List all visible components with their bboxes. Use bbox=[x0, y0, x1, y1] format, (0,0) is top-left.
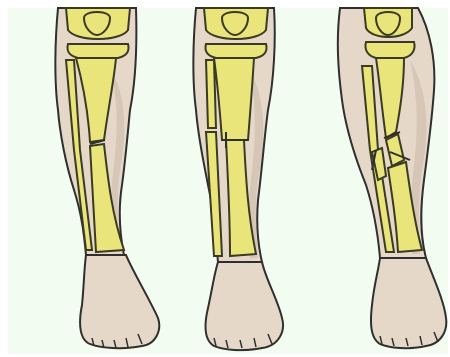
leg-2-fibula-upper bbox=[206, 60, 216, 128]
leg-2-tibia-head bbox=[205, 44, 266, 58]
leg-1-tibia-head bbox=[67, 44, 128, 58]
leg-3-tibia-head bbox=[365, 42, 414, 58]
